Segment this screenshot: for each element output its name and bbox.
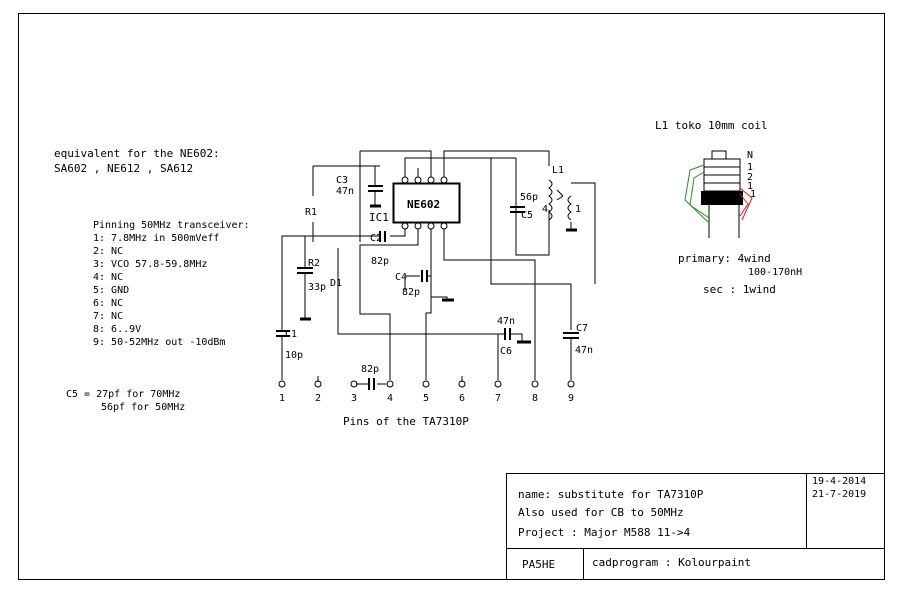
ic1-label: IC1: [369, 211, 389, 224]
c7-value: 47n: [575, 345, 593, 356]
pinning-item: 4: NC: [93, 272, 123, 283]
coil-label-n: N: [747, 150, 753, 161]
c3-label: C3: [336, 175, 348, 186]
pin-7: [494, 380, 502, 388]
pin-label: 8: [532, 393, 538, 404]
c7-label: C7: [576, 323, 588, 334]
ic1-body: [392, 182, 461, 224]
drawing-border: [18, 13, 885, 580]
coil-label-1: 1: [750, 189, 756, 200]
pins-caption: Pins of the TA7310P: [343, 415, 469, 428]
title-also: Also used for CB to 50MHz: [518, 506, 684, 519]
c5-note-line-2: 56pf for 50MHz: [101, 402, 185, 413]
pinning-item: 2: NC: [93, 246, 123, 257]
pin-label: 3: [351, 393, 357, 404]
equivalent-line-1: equivalent for the NE602:: [54, 147, 220, 160]
c2-value: 82p: [371, 256, 389, 267]
pinning-item: 5: GND: [93, 285, 129, 296]
pin-8: [531, 380, 539, 388]
pinning-item: 6: NC: [93, 298, 123, 309]
pin-1: [278, 380, 286, 388]
coil-label-2: 2: [747, 172, 753, 183]
pin-row: 1 2 3 4 5 6 7 8 9: [278, 380, 575, 404]
pin-9: [567, 380, 575, 388]
c4-value: 82p: [402, 287, 420, 298]
pin-label: 7: [495, 393, 501, 404]
pinning-item: 1: 7.8MHz in 500mVeff: [93, 233, 219, 244]
ic1-part-name: NE602: [407, 198, 440, 211]
c2-label: C2: [370, 233, 382, 244]
pin-2: [314, 380, 322, 388]
pinning-item: 8: 6..9V: [93, 324, 141, 335]
c6-label: C6: [500, 346, 512, 357]
c1-label: C1: [285, 329, 297, 340]
pin-label: 1: [279, 393, 285, 404]
coil-primary: primary: 4wind: [678, 252, 771, 265]
pin-label: 6: [459, 393, 465, 404]
pin-3: [350, 380, 358, 388]
title-project: Project : Major M588 11->4: [518, 526, 691, 539]
pin-6: [458, 380, 466, 388]
c5-label: C5: [521, 210, 533, 221]
c3-value: 47n: [336, 186, 354, 197]
pinning-item: 3: VCO 57.8-59.8MHz: [93, 259, 207, 270]
pinning-item: 9: 50-52MHz out -10dBm: [93, 337, 225, 348]
equivalent-line-2: SA602 , NE612 , SA612: [54, 162, 193, 175]
l1-tap-1: 1: [575, 204, 581, 215]
r2-label: R2: [308, 258, 320, 269]
pin-label: 4: [387, 393, 393, 404]
c5-note-line-1: C5 = 27pf for 70MHz: [66, 389, 180, 400]
c4-label: C4: [395, 272, 407, 283]
title-block: name: substitute for TA7310P Also used f…: [506, 473, 885, 580]
coil-secondary: sec : 1wind: [703, 283, 776, 296]
r2-value: 33p: [308, 282, 326, 293]
c5-value: 56p: [520, 192, 538, 203]
l1-label: L1: [552, 165, 564, 176]
pin-label: 2: [315, 393, 321, 404]
circuit: NE602 IC1 C3 47n R1 C2 82p: [276, 150, 596, 390]
pin-label: 5: [423, 393, 429, 404]
c1-value: 10p: [285, 350, 303, 361]
pin-4: [386, 380, 394, 388]
title-name: name: substitute for TA7310P: [518, 488, 704, 501]
c6-value: 47n: [497, 316, 515, 327]
title-date-1: 19-4-2014: [812, 476, 866, 487]
coil-primary-range: 100-170nH: [748, 267, 802, 278]
d1-label: D1: [330, 278, 342, 289]
pinning-title: Pinning 50MHz transceiver:: [93, 220, 250, 231]
pin-label: 9: [568, 393, 574, 404]
coil-title: L1 toko 10mm coil: [655, 119, 768, 132]
l1-tap-4: 4: [542, 204, 548, 215]
coil-drawing: L1 toko 10mm coil N 1 2 1 1 primary: 4wi…: [655, 119, 802, 296]
title-date-2: 21-7-2019: [812, 489, 866, 500]
r1-label: R1: [305, 207, 317, 218]
coil-label-1: 1: [747, 162, 753, 173]
pin-5: [422, 380, 430, 388]
pin-cap-value: 82p: [361, 364, 379, 375]
title-author: PA5HE: [522, 558, 555, 571]
pinning-item: 7: NC: [93, 311, 123, 322]
coil-label-1: 1: [747, 181, 753, 192]
title-cad: cadprogram : Kolourpaint: [592, 556, 751, 569]
